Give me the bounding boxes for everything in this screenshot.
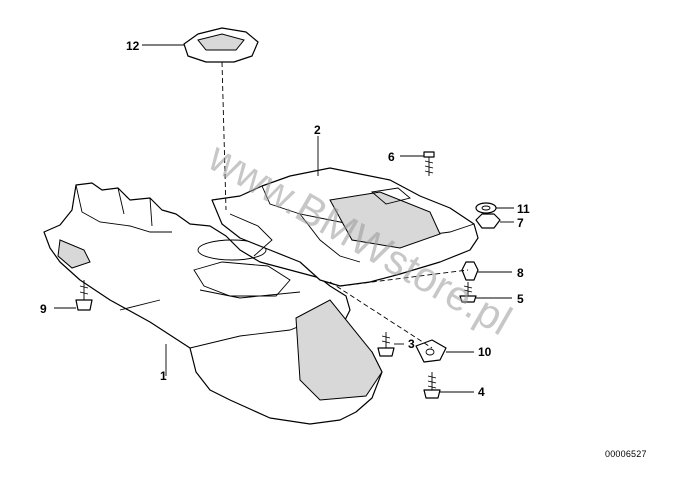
callout-3: 3 (408, 337, 415, 351)
screw-3 (377, 332, 395, 357)
callout-1: 1 (160, 369, 167, 383)
screw-6 (423, 151, 435, 176)
cover-plate (211, 167, 479, 287)
drawing-code: 00006527 (605, 449, 647, 459)
washer-11 (475, 202, 497, 214)
callout-5: 5 (517, 292, 524, 306)
callout-12: 12 (126, 39, 140, 53)
clip-nut-8 (461, 261, 479, 281)
callout-6: 6 (388, 150, 395, 164)
callout-4: 4 (478, 385, 485, 399)
assembly-line-clip (339, 269, 469, 287)
rubber-cap (183, 27, 259, 63)
callout-8: 8 (517, 266, 524, 280)
clip-10 (415, 339, 447, 363)
underbody-shield (43, 182, 383, 425)
nut-7 (475, 213, 501, 229)
callout-10: 10 (478, 345, 492, 359)
screw-5 (459, 282, 477, 303)
callout-11: 11 (517, 202, 530, 216)
callout-2: 2 (314, 123, 321, 137)
callout-9: 9 (40, 302, 47, 316)
screw-4 (423, 372, 441, 399)
callout-7: 7 (517, 216, 524, 230)
assembly-line-screw (329, 281, 433, 349)
screw-9 (75, 280, 93, 311)
assembly-line-cap (221, 61, 227, 211)
leader-lines (54, 44, 514, 393)
